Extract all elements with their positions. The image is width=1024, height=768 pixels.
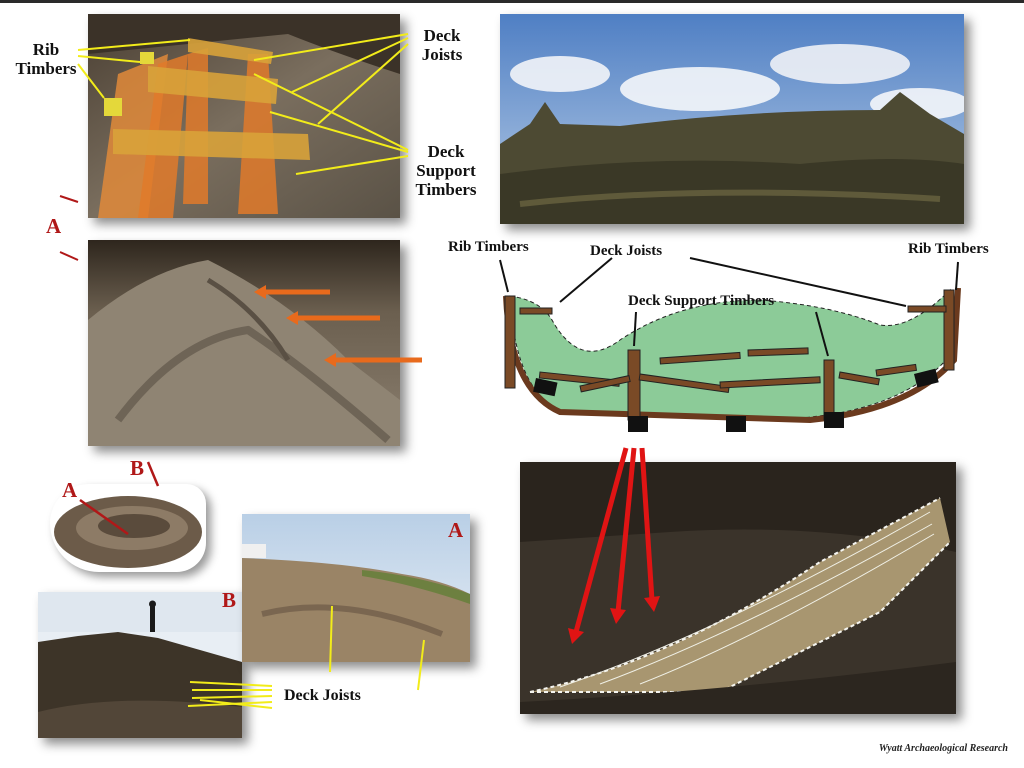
deck-joist-right <box>907 305 947 313</box>
credit-text: Wyatt Archaeological Research <box>878 743 1008 754</box>
top-border <box>0 0 1024 3</box>
deck-planks <box>538 347 918 394</box>
photo-hillside-closeup <box>88 240 400 446</box>
photo-hill-with-person <box>38 592 242 738</box>
diagram-label-rib-timbers-right: Rib Timbers <box>908 241 989 257</box>
letter-a-photo: A <box>448 518 464 542</box>
photo-hillside-with-building <box>242 514 470 662</box>
photo-boat-formation-outlined <box>520 462 956 714</box>
rib-timber-left <box>504 295 516 389</box>
letter-b-small-boat: B <box>130 456 145 480</box>
red-side-arrows <box>59 195 79 261</box>
diagram-label-rib-timbers-left: Rib Timbers <box>448 239 529 255</box>
diagram-label-deck-support-timbers: Deck Support Timbers <box>628 293 775 309</box>
letter-a-left: A <box>46 214 62 238</box>
diagram-label-deck-joists: Deck Joists <box>590 243 663 259</box>
letter-a-small-boat: A <box>62 478 78 502</box>
photo-rib-timbers-overlay <box>88 14 400 218</box>
label-deck-joists-bottom: Deck Joists <box>284 687 361 704</box>
deck-support-right <box>823 359 835 421</box>
rib-timber-right <box>943 289 955 371</box>
label-rib-timbers: Rib Timbers <box>15 40 77 78</box>
letter-b-photo: B <box>222 588 237 612</box>
label-deck-support-timbers: Deck Support Timbers <box>415 142 477 199</box>
deck-support-left <box>627 349 641 421</box>
photo-boat-formation-landscape <box>500 14 964 224</box>
deck-joist-left <box>519 307 553 315</box>
keel-blocks <box>533 368 939 432</box>
label-deck-joists-top: Deck Joists <box>421 26 463 64</box>
